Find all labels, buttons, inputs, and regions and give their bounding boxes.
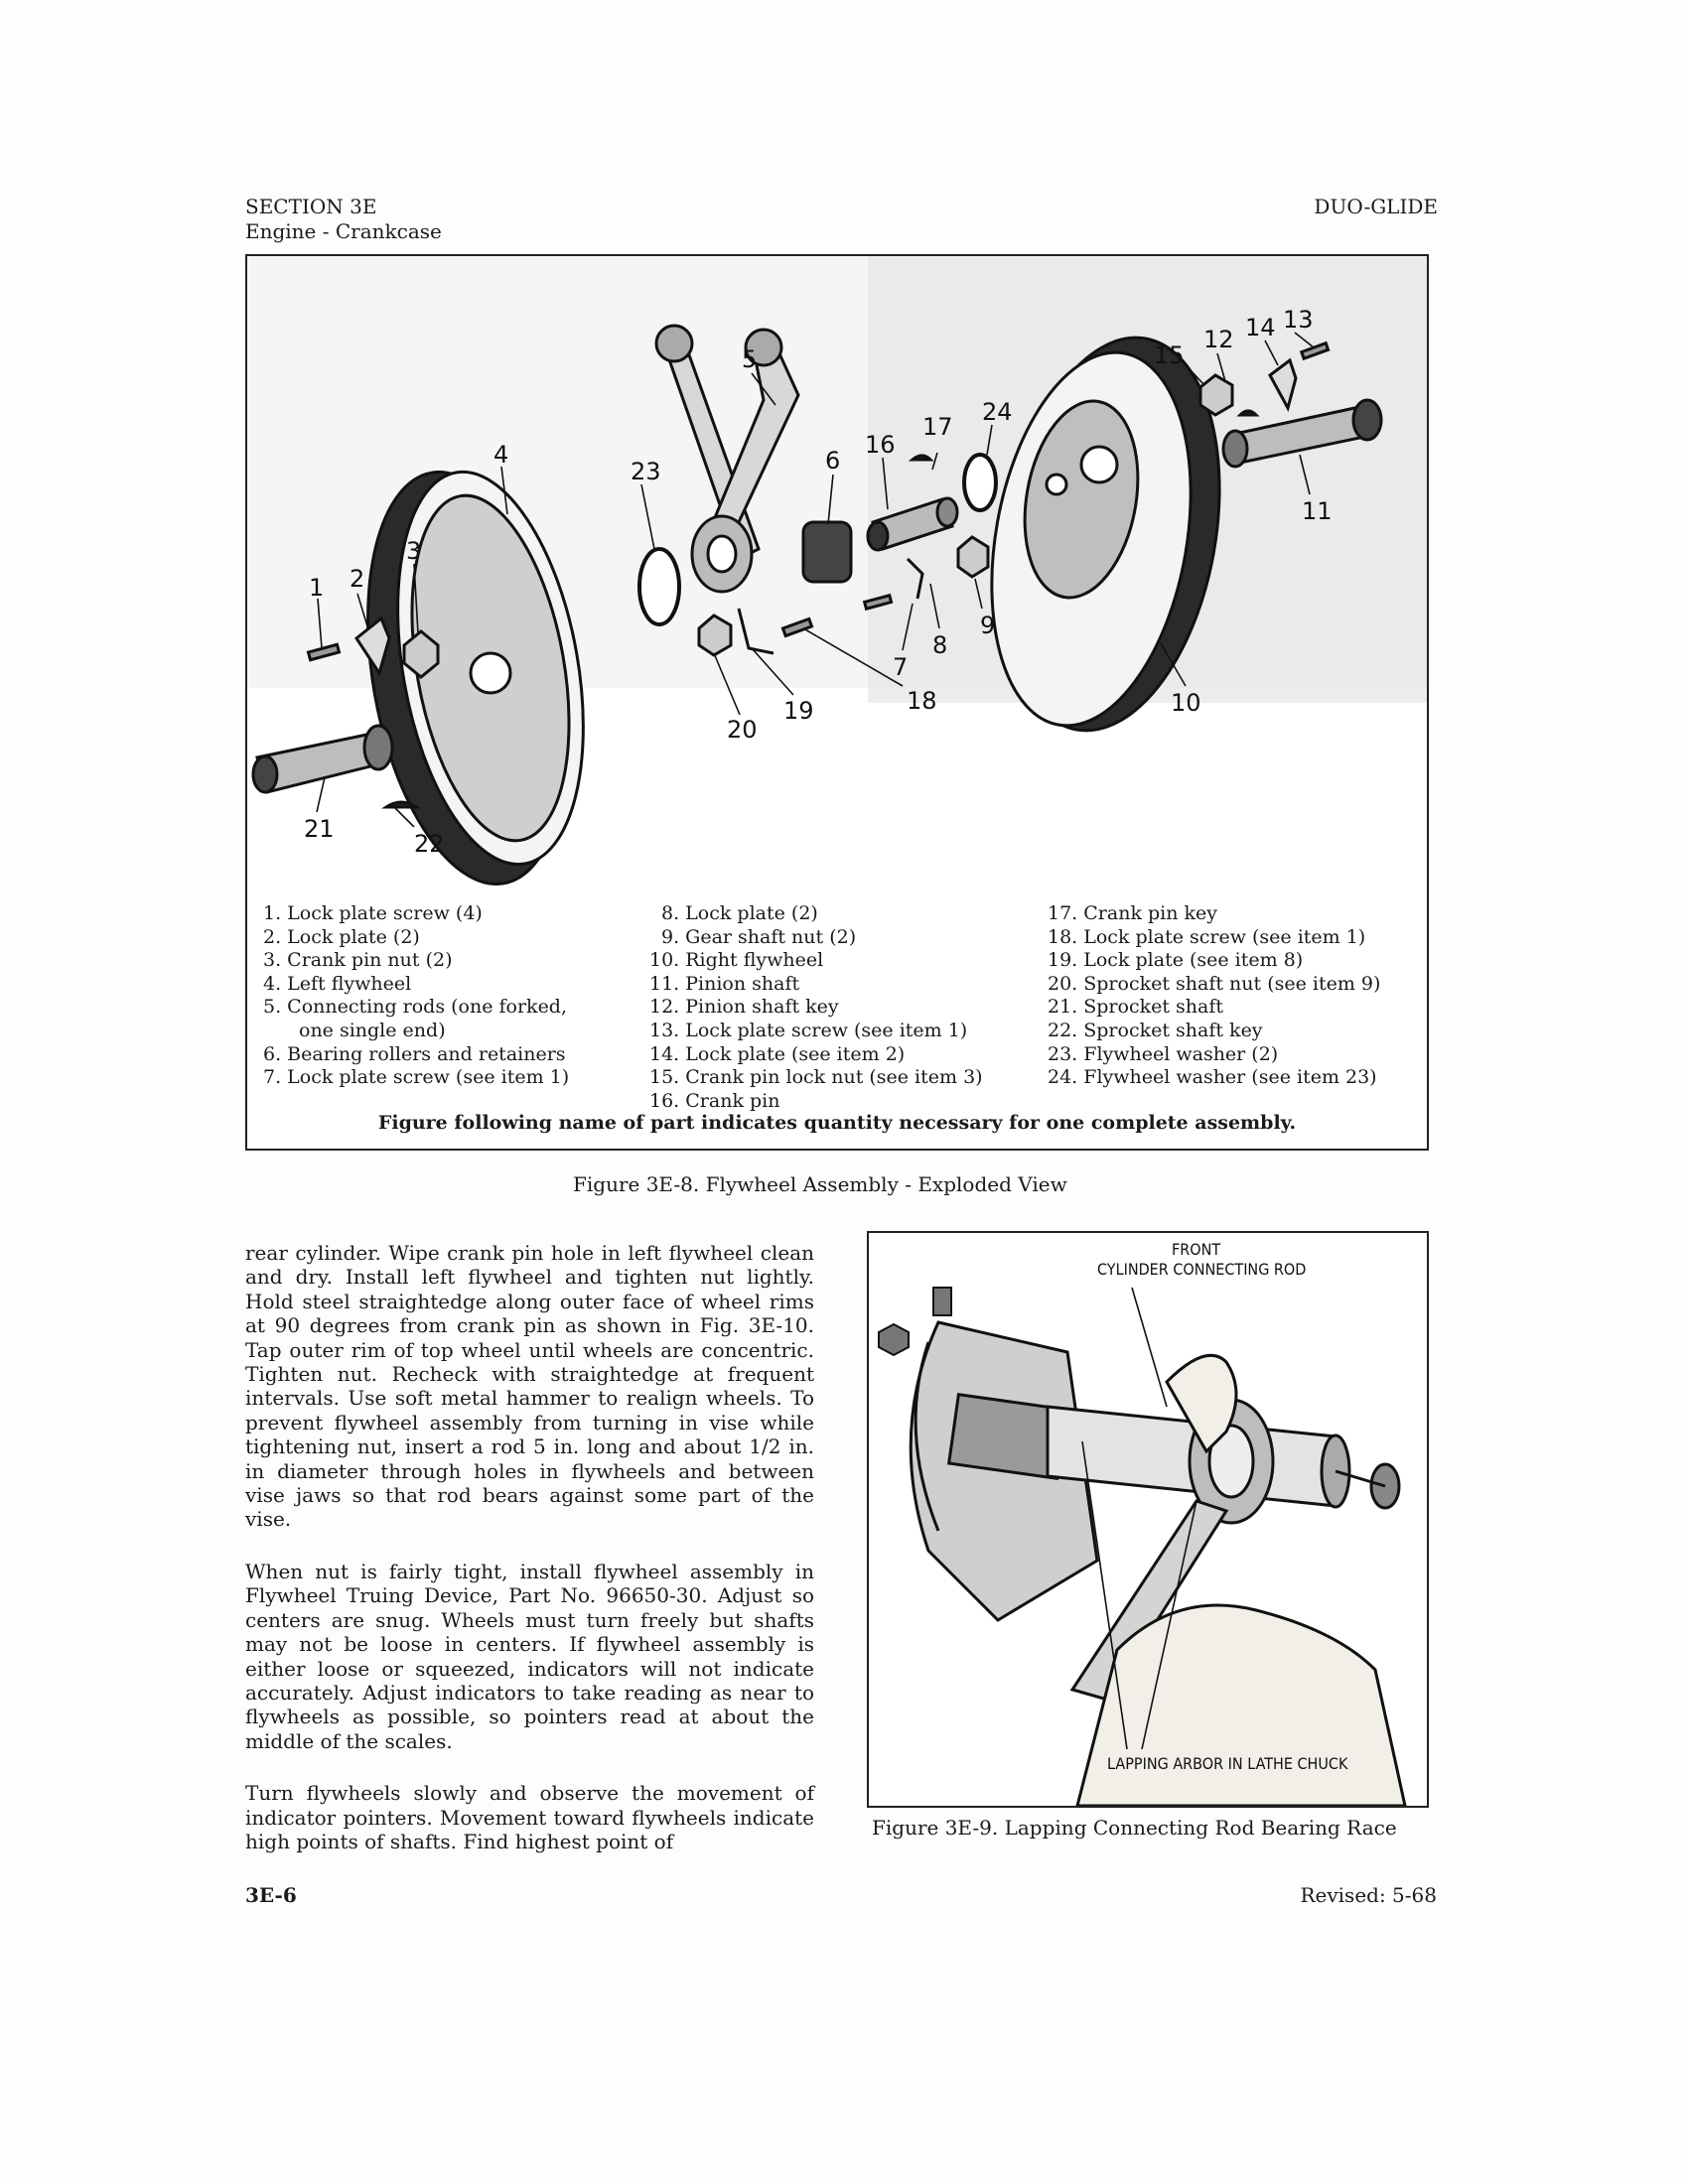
small-parts-top-right (1198, 341, 1331, 417)
callout-9: 9 (980, 612, 995, 639)
legend-item: 24. Flywheel washer (see item 23) (1048, 1066, 1377, 1089)
figure-9-label-arbor: LAPPING ARBOR IN LATHE CHUCK (1107, 1754, 1348, 1773)
legend-item: 21. Sprocket shaft (1048, 996, 1224, 1019)
figure-9-label-front: FRONT (1172, 1240, 1220, 1259)
legend-item: 3. Crank pin nut (2) (263, 949, 453, 972)
small-pieces (878, 1287, 952, 1357)
legend-item: 7. Lock plate screw (see item 1) (263, 1066, 570, 1089)
callout-2: 2 (350, 565, 364, 593)
crank-pin-drawing (866, 454, 959, 552)
body-paragraph-3: Turn flywheels slowly and observe the mo… (245, 1781, 814, 1853)
flywheel-washer-drawing (637, 547, 681, 626)
body-paragraph-1: rear cylinder. Wipe crank pin hole in le… (245, 1241, 814, 1532)
right-flywheel-drawing (990, 336, 1221, 733)
pinion-shaft-drawing (1221, 398, 1383, 469)
callout-22: 22 (414, 830, 445, 858)
callout-23: 23 (631, 458, 661, 485)
figure-3e-8: 1 2 3 4 5 6 7 8 9 10 11 12 13 14 15 16 1… (245, 254, 1429, 1151)
legend-item: 11. Pinion shaft (649, 972, 800, 995)
legend-item: 14. Lock plate (see item 2) (649, 1042, 906, 1065)
lapping-illustration: FRONT CYLINDER CONNECTING ROD LAPPING AR… (869, 1233, 1427, 1806)
legend-item: 5. Connecting rods (one forked, (263, 996, 568, 1019)
page-number: 3E-6 (245, 1883, 297, 1907)
legend-column-3: 17. Crank pin key 18. Lock plate screw (… (1048, 902, 1380, 1090)
callout-numbers: 1 2 3 4 5 6 7 8 9 10 11 12 13 14 15 16 1… (304, 306, 1333, 858)
body-paragraph-2: When nut is fairly tight, install flywhe… (245, 1559, 814, 1753)
legend-item: 23. Flywheel washer (2) (1048, 1042, 1279, 1065)
callout-3: 3 (406, 537, 421, 565)
callout-5: 5 (742, 345, 757, 373)
figure-3e-9: FRONT CYLINDER CONNECTING ROD LAPPING AR… (867, 1231, 1429, 1808)
figure-9-leader-lines (1081, 1287, 1197, 1750)
connecting-rods-drawing (654, 324, 800, 594)
body-text-column: rear cylinder. Wipe crank pin hole in le… (245, 1241, 814, 1881)
sprocket-shaft-drawing (251, 724, 421, 809)
callout-1: 1 (309, 574, 324, 602)
callout-21: 21 (304, 815, 335, 843)
legend-item: 9. Gear shaft nut (2) (661, 925, 857, 948)
callout-7: 7 (893, 653, 908, 681)
callout-14: 14 (1245, 314, 1276, 341)
legend-item: 8. Lock plate (2) (661, 902, 818, 924)
legend-item: 15. Crank pin lock nut (see item 3) (649, 1066, 983, 1089)
callout-24: 24 (982, 398, 1013, 426)
small-parts-right (862, 453, 998, 612)
callout-11: 11 (1302, 497, 1333, 525)
model-label: DUO-GLIDE (1314, 195, 1438, 218)
callout-12: 12 (1203, 326, 1234, 353)
legend-column-1: 1. Lock plate screw (4) 2. Lock plate (2… (263, 902, 569, 1090)
legend-item: 18. Lock plate screw (see item 1) (1048, 925, 1366, 948)
legend-item: 16. Crank pin (649, 1089, 780, 1112)
legend-item: 1. Lock plate screw (4) (263, 902, 483, 924)
legend-item: 17. Crank pin key (1048, 902, 1217, 924)
revision-date: Revised: 5-68 (1300, 1883, 1437, 1907)
callout-18: 18 (907, 687, 937, 715)
callout-17: 17 (922, 413, 953, 441)
callout-4: 4 (493, 441, 508, 469)
page-header-left: SECTION 3E Engine - Crankcase (245, 195, 442, 244)
callout-16: 16 (865, 431, 896, 459)
legend-item: 13. Lock plate screw (see item 1) (649, 1019, 968, 1041)
legend-item: 19. Lock plate (see item 8) (1048, 949, 1304, 972)
legend-column-2: 8. Lock plate (2) 9. Gear shaft nut (2) … (649, 902, 983, 1113)
small-parts-center (697, 608, 814, 657)
callout-15: 15 (1154, 341, 1185, 369)
legend-item: 2. Lock plate (2) (263, 925, 420, 948)
legend-item: 6. Bearing rollers and retainers (263, 1042, 566, 1065)
callout-10: 10 (1171, 689, 1201, 717)
hand-drawing (1075, 1353, 1407, 1806)
subsection-label: Engine - Crankcase (245, 219, 442, 243)
figure-note: Figure following name of part indicates … (377, 1112, 1297, 1134)
bearing-rollers-drawing (801, 520, 853, 584)
callout-8: 8 (932, 631, 947, 659)
legend-item: 12. Pinion shaft key (649, 996, 839, 1019)
legend-item: 4. Left flywheel (263, 972, 412, 995)
legend-item: one single end) (299, 1019, 446, 1041)
legend-item: 20. Sprocket shaft nut (see item 9) (1048, 972, 1381, 995)
callout-20: 20 (727, 716, 758, 744)
callout-19: 19 (783, 697, 814, 725)
legend-item: 22. Sprocket shaft key (1048, 1019, 1263, 1041)
legend-item: 10. Right flywheel (649, 949, 824, 972)
figure-9-label-rod: CYLINDER CONNECTING ROD (1097, 1260, 1306, 1279)
figure-3e-8-caption: Figure 3E-8. Flywheel Assembly - Explode… (573, 1172, 1067, 1196)
exploded-view-drawing: 1 2 3 4 5 6 7 8 9 10 11 12 13 14 15 16 1… (247, 256, 1427, 891)
lathe-chuck-drawing (909, 1320, 1099, 1622)
callout-6: 6 (825, 447, 840, 475)
left-flywheel-drawing (366, 470, 585, 886)
callout-13: 13 (1283, 306, 1314, 334)
section-label: SECTION 3E (245, 195, 377, 218)
callout-leader-lines (316, 332, 1315, 828)
figure-3e-9-caption: Figure 3E-9. Lapping Connecting Rod Bear… (872, 1816, 1397, 1840)
small-parts-left (306, 615, 440, 679)
